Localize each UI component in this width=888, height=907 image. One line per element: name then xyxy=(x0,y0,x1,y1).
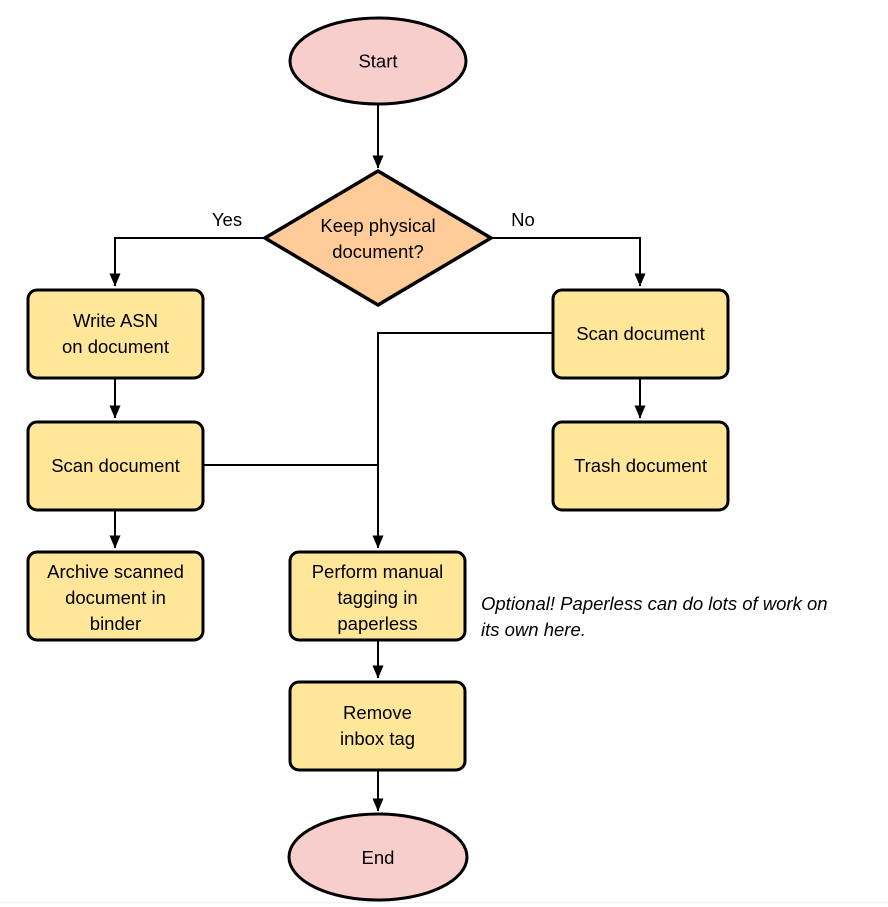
annotation-line: Optional! Paperless can do lots of work … xyxy=(481,593,828,614)
node-decision-keep-physical: Keep physical document? xyxy=(261,168,495,308)
edge-label-yes: Yes xyxy=(212,209,242,230)
annotation-optional-note: Optional! Paperless can do lots of work … xyxy=(481,593,828,640)
node-label: document? xyxy=(332,241,424,262)
node-label: Trash document xyxy=(574,455,707,476)
node-archive-binder: Archive scanned document in binder xyxy=(26,550,205,642)
node-scan-document-right: Scan document xyxy=(551,288,730,380)
node-label: Scan document xyxy=(51,455,180,476)
decision-diamond-shape xyxy=(261,168,495,308)
process-box-shape xyxy=(26,420,205,512)
node-label: paperless xyxy=(337,613,417,634)
annotation-line: its own here. xyxy=(481,619,586,640)
node-end: End xyxy=(287,812,469,902)
node-start: Start xyxy=(288,16,468,106)
node-label: Scan document xyxy=(576,323,705,344)
edge-label-no: No xyxy=(511,209,535,230)
node-label: on document xyxy=(62,336,169,357)
node-trash-document: Trash document xyxy=(551,420,730,512)
process-box-shape xyxy=(551,288,730,380)
start-terminal-shape xyxy=(288,16,468,106)
process-box-shape xyxy=(26,550,205,642)
edges xyxy=(109,105,646,812)
process-box-shape xyxy=(26,288,205,380)
process-box-shape xyxy=(288,680,467,772)
node-label: Keep physical xyxy=(320,215,435,236)
node-manual-tagging: Perform manual tagging in paperless xyxy=(288,550,467,642)
process-box-shape xyxy=(551,420,730,512)
node-label: document in xyxy=(65,587,166,608)
node-label: Write ASN xyxy=(73,310,158,331)
node-label: Archive scanned xyxy=(47,561,184,582)
node-label: inbox tag xyxy=(340,728,415,749)
process-box-shape xyxy=(288,550,467,642)
node-label: Remove xyxy=(343,702,412,723)
end-terminal-shape xyxy=(287,812,469,902)
node-label: tagging in xyxy=(337,587,417,608)
edge-decision-yes-to-write-asn xyxy=(109,237,266,287)
node-label: binder xyxy=(90,613,141,634)
node-label: End xyxy=(362,847,395,868)
node-remove-inbox-tag: Remove inbox tag xyxy=(288,680,467,772)
node-scan-document-left: Scan document xyxy=(26,420,205,512)
node-label: Start xyxy=(358,51,397,72)
edge-scan-right-to-tagging xyxy=(372,332,553,549)
node-label: Perform manual xyxy=(312,561,444,582)
edge-decision-no-to-scan-right xyxy=(490,237,646,287)
node-write-asn: Write ASN on document xyxy=(26,288,205,380)
